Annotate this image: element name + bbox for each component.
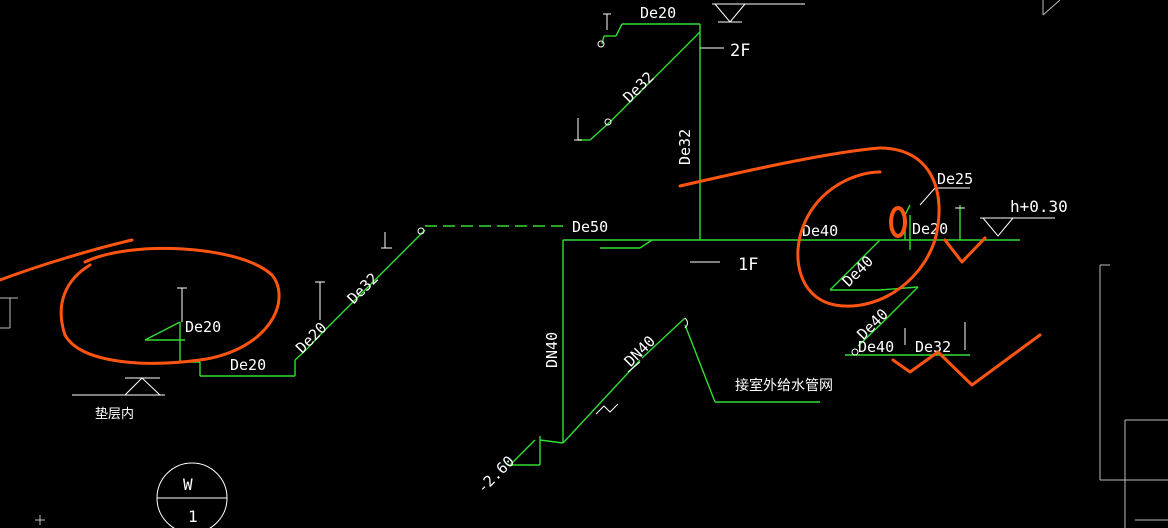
label-de20-left: De20: [185, 318, 221, 336]
label-dn40-vertical: DN40: [543, 332, 561, 368]
markup-spiral-right: [796, 146, 941, 308]
cad-symbols: [72, 3, 1055, 528]
label-de20-bottom: De20: [230, 356, 266, 374]
label-h-elev: h+0.30: [1010, 197, 1068, 216]
label-left-floor-note: 垫层内: [95, 406, 134, 422]
label-outdoor-note: 接室外给水管网: [735, 377, 833, 394]
label-floor-2f: 2F: [730, 41, 750, 61]
label-de40-diag-a: De40: [839, 252, 877, 290]
label-de40-right: De40: [802, 222, 838, 240]
markup-circle-left: [59, 246, 281, 365]
label-de32-low: De32: [915, 338, 951, 356]
label-de32-upper-diag: De32: [619, 68, 657, 106]
label-elev-minus: -2.60: [473, 452, 518, 497]
markup-wave-bottom: [891, 333, 1042, 387]
pipe-network: [144, 23, 1020, 466]
markup-zigzag-right: [943, 236, 987, 264]
label-floor-1f: 1F: [738, 255, 758, 275]
review-markup: [0, 146, 1042, 387]
markup-small-circle: [889, 206, 907, 238]
label-de25: De25: [937, 170, 973, 188]
label-de20-right: De20: [912, 220, 948, 238]
axis-letter: W: [183, 475, 193, 494]
label-de32-riser: De32: [676, 129, 694, 165]
markup-stroke-left: [0, 238, 134, 282]
label-de40-low: De40: [858, 338, 894, 356]
label-de20-left-diag: De20: [292, 319, 330, 357]
axis-number: 1: [188, 507, 198, 526]
label-de50: De50: [572, 218, 608, 236]
label-de32-left-diag: De32: [344, 269, 382, 307]
label-de20-top: De20: [640, 4, 676, 22]
label-dn40-diag: DN40: [621, 332, 659, 370]
markup-stroke-top-right: [678, 146, 882, 188]
